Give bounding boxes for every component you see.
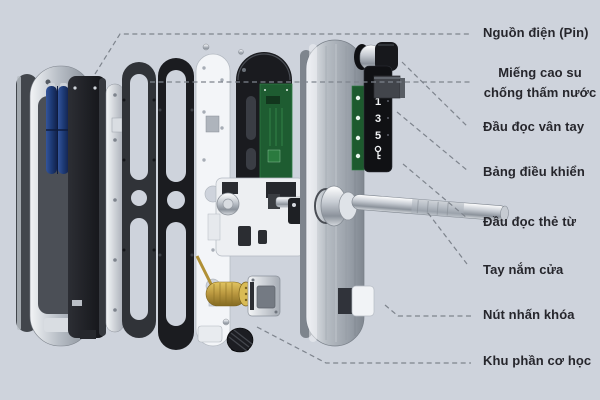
leader-handle [427,212,468,265]
leader-card-reader [402,163,468,219]
key-icon [374,145,382,160]
rubber-gasket-inner [158,58,194,350]
keypad-board [351,85,365,171]
label-rubber-seal: Miếng cao su chống thấm nước [483,65,597,100]
leader-control-panel [396,111,469,172]
spacer-plate [105,83,125,333]
battery-cover [68,76,106,339]
battery-pack [46,83,69,174]
strike-plate [247,275,281,317]
leader-latch [384,304,471,317]
leader-power [94,33,471,75]
keypad-key-1: 1 [375,96,381,108]
fingerprint-sensor-cube [373,75,405,99]
mortise-mechanism [207,177,315,257]
keypad-key-5: 5 [375,130,381,142]
label-power-source: Nguồn điện (Pin) [483,25,589,40]
label-fingerprint-reader: Đầu đọc vân tay [483,119,585,134]
label-lock-button: Nút nhấn khóa [483,307,575,322]
door-handle [351,194,509,222]
label-card-reader: Đầu đọc thẻ từ [483,214,577,229]
label-control-panel: Bảng điều khiển [483,164,585,179]
keypad-key-3: 3 [375,113,381,125]
rubber-gasket-outer [122,62,156,338]
leader-mechanical [256,326,471,364]
leader-fingerprint [401,61,468,127]
label-mechanical-section: Khu phần cơ học [483,353,592,368]
leader-lines [94,33,471,364]
label-door-handle: Tay nắm cửa [483,262,564,277]
knurled-knob [197,318,254,353]
lock-latch-button [338,285,375,317]
